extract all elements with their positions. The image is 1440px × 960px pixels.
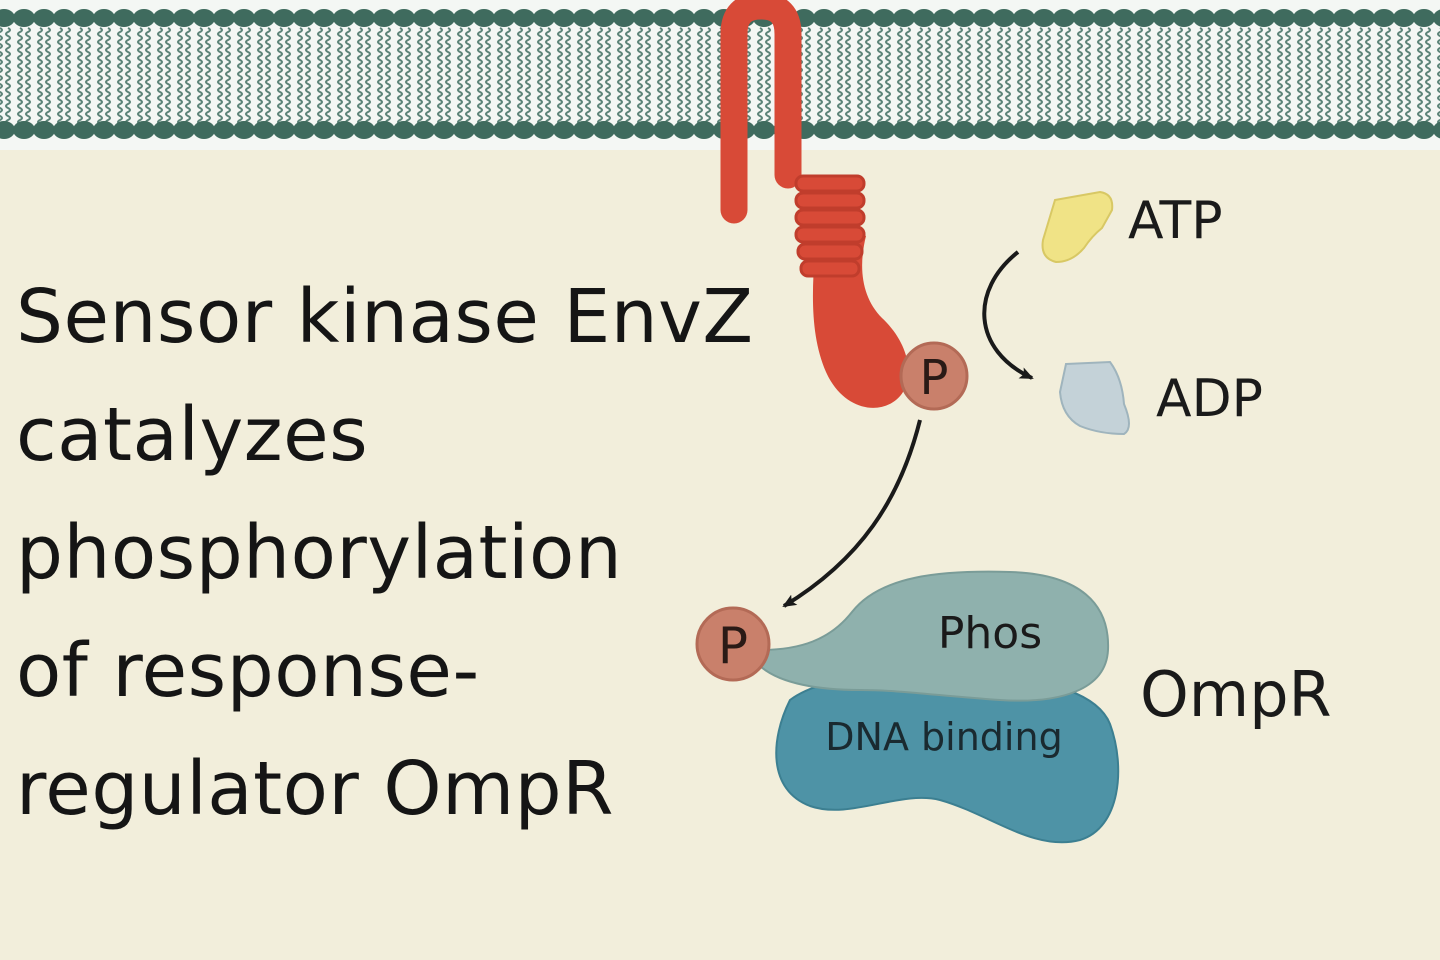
slide-caption: Sensor kinase EnvZ catalyzes phosphoryla… <box>16 258 754 848</box>
ompr-label: OmpR <box>1140 658 1332 731</box>
caption-line: phosphorylation <box>16 510 623 596</box>
cell-membrane <box>0 0 1440 150</box>
phos-domain-label: Phos <box>938 608 1042 659</box>
ompr-response-regulator: Phos DNA binding OmpR <box>759 570 1332 844</box>
phosphate-on-ompr: P <box>695 606 771 682</box>
envz-sensor-kinase <box>720 0 909 408</box>
phosphate-transfer-arrow <box>782 419 922 608</box>
adp-molecule: ADP <box>1058 360 1263 436</box>
atp-molecule: ATP <box>1041 190 1223 264</box>
ompr-phos-domain <box>759 570 1110 702</box>
caption-line: Sensor kinase EnvZ <box>16 274 754 360</box>
svg-text:P: P <box>920 350 949 406</box>
caption-line: of response- <box>16 628 480 714</box>
adp-label: ADP <box>1156 369 1263 429</box>
envz-helix-coil <box>794 174 866 278</box>
atp-label: ATP <box>1128 191 1223 251</box>
caption-line: regulator OmpR <box>16 746 615 832</box>
atp-to-adp-arrow <box>982 250 1034 380</box>
svg-text:P: P <box>718 617 748 675</box>
dna-binding-domain-label: DNA binding <box>825 715 1062 759</box>
caption-line: catalyzes <box>16 392 369 478</box>
phosphate-on-envz: P <box>899 341 969 411</box>
